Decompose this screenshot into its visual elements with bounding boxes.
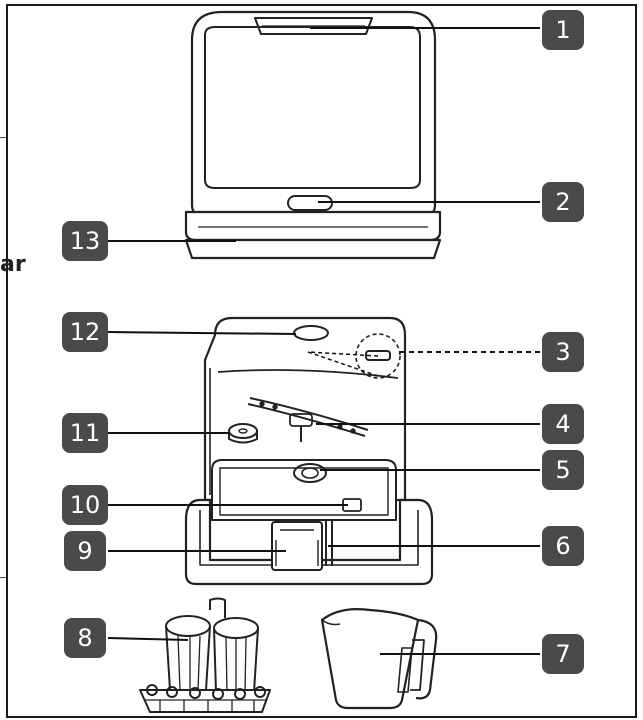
callout-badge-10: 10: [62, 485, 108, 525]
callout-badges: 1 2 3 4 5 6 7 8 9 10 11 12 13: [62, 10, 584, 674]
page-edge-mark: [0, 577, 6, 578]
callout-badge-7: 7: [542, 634, 584, 674]
callout-number: 13: [70, 227, 101, 255]
callout-number: 11: [70, 419, 101, 447]
callout-number: 6: [555, 532, 570, 560]
callout-badge-1: 1: [542, 10, 584, 50]
callout-badge-12: 12: [62, 312, 108, 352]
callout-leaders: [107, 27, 540, 655]
callout-badge-4: 4: [542, 404, 584, 444]
callout-badge-9: 9: [64, 531, 106, 571]
closed-dishwasher: [184, 10, 442, 260]
page-edge-mark: [0, 137, 6, 138]
open-dishwasher: [184, 316, 434, 586]
callout-badge-5: 5: [542, 450, 584, 490]
callout-badge-2: 2: [542, 182, 584, 222]
leader-line-12: [107, 331, 297, 335]
callout-number: 5: [555, 456, 570, 484]
cutlery-basket: [139, 597, 271, 713]
callout-number: 2: [555, 188, 570, 216]
callout-number: 4: [555, 410, 570, 438]
callout-number: 8: [77, 624, 92, 652]
callout-number: 1: [555, 16, 570, 44]
callout-badge-13: 13: [62, 221, 108, 261]
measuring-jug: [320, 608, 438, 710]
cut-off-side-text: ar: [0, 252, 26, 277]
callout-badge-3: 3: [542, 332, 584, 372]
callout-badge-8: 8: [64, 618, 106, 658]
callout-number: 7: [555, 640, 570, 668]
callout-badge-6: 6: [542, 526, 584, 566]
callout-number: 3: [555, 338, 570, 366]
callout-number: 9: [77, 537, 92, 565]
leader-cone-top: [307, 351, 379, 357]
callout-number: 12: [70, 318, 101, 346]
leader-cone-bottom: [307, 351, 379, 377]
callout-badge-11: 11: [62, 413, 108, 453]
diagram-frame: [6, 4, 637, 718]
callout-number: 10: [70, 491, 101, 519]
leader-line-8: [107, 637, 189, 641]
